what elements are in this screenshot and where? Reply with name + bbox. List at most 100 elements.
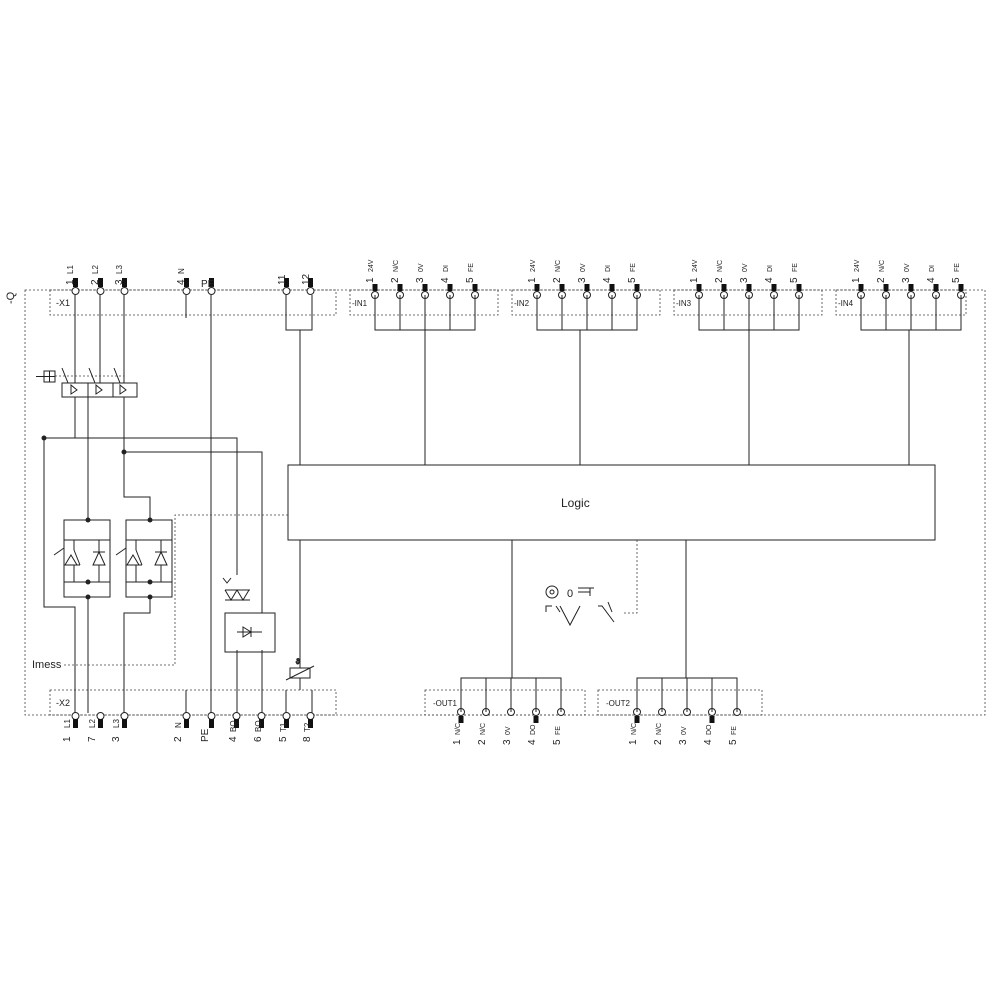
bypass-switch-l3 bbox=[115, 540, 127, 582]
in3-pin-3[interactable]: 30V bbox=[739, 263, 753, 299]
x1-terminal-12[interactable]: 12 bbox=[301, 273, 315, 295]
brake-rectifier bbox=[237, 626, 262, 638]
out1-pin-3[interactable]: 30V bbox=[502, 708, 515, 746]
in3-pin-4-sig: DI bbox=[767, 265, 774, 272]
out2-pin-1[interactable]: 1N/C bbox=[628, 708, 641, 746]
in4-pin-5-sig: FE bbox=[954, 263, 961, 272]
x2-terminal-pe[interactable]: PE bbox=[200, 712, 216, 743]
out1-label: -OUT1 bbox=[433, 699, 458, 708]
x2-label: -X2 bbox=[56, 698, 70, 708]
in3-pin-1-num: 1 bbox=[689, 277, 700, 283]
out2-pin-3-sig: 0V bbox=[681, 726, 688, 735]
out2-label: -OUT2 bbox=[606, 699, 631, 708]
in4-pin-3-num: 3 bbox=[901, 277, 912, 283]
thermistor: ϑ bbox=[285, 658, 315, 690]
in1-pin-3[interactable]: 30V bbox=[415, 263, 429, 299]
out1-pin-4[interactable]: 4DO bbox=[527, 708, 540, 746]
thermistor-sign: ϑ bbox=[296, 659, 300, 666]
x1-terminal-pe[interactable]: PE bbox=[201, 278, 216, 295]
x1-terminal-11[interactable]: 11 bbox=[277, 274, 291, 295]
x1-terminal-4[interactable]: 4 N bbox=[176, 268, 191, 295]
out2-pin-4[interactable]: 4DO bbox=[703, 708, 716, 746]
x2-terminal-4[interactable]: 4 BO bbox=[228, 712, 241, 743]
x2-terminal-6[interactable]: 6 BO bbox=[253, 712, 266, 743]
in3-pin-4-num: 4 bbox=[764, 277, 775, 283]
x1-terminal-2[interactable]: 2 L2 bbox=[90, 265, 105, 295]
in1-pin-1-sig: 24V bbox=[368, 259, 375, 272]
logic-block bbox=[287, 464, 936, 541]
in2-pin-4-sig: DI bbox=[605, 265, 612, 272]
in2-pin-3[interactable]: 30V bbox=[577, 263, 591, 299]
out1-pin-1[interactable]: 1N/C bbox=[452, 708, 465, 746]
x2-terminal-8-num: 8 bbox=[302, 736, 313, 742]
out1-pin-3-num: 3 bbox=[502, 739, 513, 745]
in4-pin-1-sig: 24V bbox=[854, 259, 861, 272]
in1-label: -IN1 bbox=[352, 299, 368, 308]
x1-terminal-12-num: 12 bbox=[301, 273, 312, 285]
in3-pin-4[interactable]: 4 DI bbox=[764, 265, 778, 299]
selector-zero: 0 bbox=[567, 588, 573, 600]
out1-pin-4-sig: DO bbox=[530, 724, 537, 735]
out1-pin-5-sig: FE bbox=[555, 726, 562, 735]
x2-terminal-8[interactable]: 8 T2 bbox=[302, 712, 315, 743]
x2-terminal-7[interactable]: 7 L2 bbox=[87, 712, 105, 743]
in1-pin-2[interactable]: 2N/C bbox=[390, 260, 404, 299]
out2-pin-1-num: 1 bbox=[628, 739, 639, 745]
in3-pin-1[interactable]: 1 24V bbox=[689, 259, 703, 299]
mode-selector: 0 bbox=[545, 540, 638, 627]
in1-pin-4-sig: DI bbox=[443, 265, 450, 272]
x2-terminal-1[interactable]: 1 L1 bbox=[62, 712, 80, 743]
x1-terminal-3[interactable]: 3 L3 bbox=[114, 265, 129, 295]
x1-terminal-4-sig: N bbox=[177, 268, 186, 274]
in4-pin-5[interactable]: 5FE bbox=[951, 263, 965, 299]
out1-pin-2[interactable]: 2N/C bbox=[477, 708, 490, 746]
device-outline bbox=[24, 289, 986, 716]
in4-label: -IN4 bbox=[838, 299, 854, 308]
out1-pin-5-num: 5 bbox=[552, 739, 563, 745]
in4-pin-2-num: 2 bbox=[876, 277, 887, 283]
in3-pin-5-sig: FE bbox=[792, 263, 799, 272]
x1-terminal-pe-num: PE bbox=[201, 279, 215, 290]
x2-terminal-8-sig: T2 bbox=[303, 722, 312, 732]
in2-pin-3-num: 3 bbox=[577, 277, 588, 283]
in2-pin-1-sig: 24V bbox=[530, 259, 537, 272]
in3-pin-1-sig: 24V bbox=[692, 259, 699, 272]
in2-pin-5-sig: FE bbox=[630, 263, 637, 272]
in4-pin-4[interactable]: 4DI bbox=[926, 265, 940, 299]
imess-label: Imess bbox=[32, 659, 62, 671]
x2-terminal-3[interactable]: 3 L3 bbox=[111, 712, 129, 743]
out2-strip bbox=[597, 689, 763, 716]
in1-pin-4[interactable]: 4 DI bbox=[440, 265, 454, 299]
in3-pin-5[interactable]: 5FE bbox=[789, 263, 803, 299]
in1-pin-5[interactable]: 5FE bbox=[465, 263, 479, 299]
in3-pin-2[interactable]: 2N/C bbox=[714, 260, 728, 299]
in4-pin-2[interactable]: 2N/C bbox=[876, 260, 890, 299]
x2-terminal-2-num: 2 bbox=[173, 736, 184, 742]
x2-terminal-3-sig: L3 bbox=[112, 719, 121, 728]
in3-label: -IN3 bbox=[676, 299, 692, 308]
in1-pin-4-num: 4 bbox=[440, 277, 451, 283]
x1-terminal-1[interactable]: 1 L1 bbox=[65, 265, 80, 295]
out2-pin-5[interactable]: 5FE bbox=[728, 708, 741, 746]
in4-pin-4-num: 4 bbox=[926, 277, 937, 283]
in4-pin-3[interactable]: 3 0V bbox=[901, 263, 915, 299]
in2-pin-2-sig: N/C bbox=[555, 260, 562, 272]
auto-icon bbox=[545, 585, 559, 599]
in2-pin-4[interactable]: 4DI bbox=[602, 265, 616, 299]
in2-pin-5[interactable]: 5FE bbox=[627, 263, 641, 299]
in2-label: -IN2 bbox=[514, 299, 530, 308]
x2-terminal-2[interactable]: 2 N bbox=[173, 712, 191, 743]
in4-pin-3-sig: 0V bbox=[904, 263, 911, 272]
x2-terminal-5[interactable]: 5 T1 bbox=[278, 712, 291, 743]
out1-pin-1-num: 1 bbox=[452, 739, 463, 745]
logic-label: Logic bbox=[561, 496, 590, 510]
in2-pin-2[interactable]: 2N/C bbox=[552, 260, 566, 299]
out1-pin-2-sig: N/C bbox=[480, 723, 487, 735]
out1-pin-5[interactable]: 5 FE bbox=[552, 708, 565, 746]
out2-pin-3[interactable]: 30V bbox=[678, 708, 691, 746]
x1-terminal-4-num: 4 bbox=[176, 279, 187, 285]
out2-pin-2[interactable]: 2N/C bbox=[653, 708, 666, 746]
